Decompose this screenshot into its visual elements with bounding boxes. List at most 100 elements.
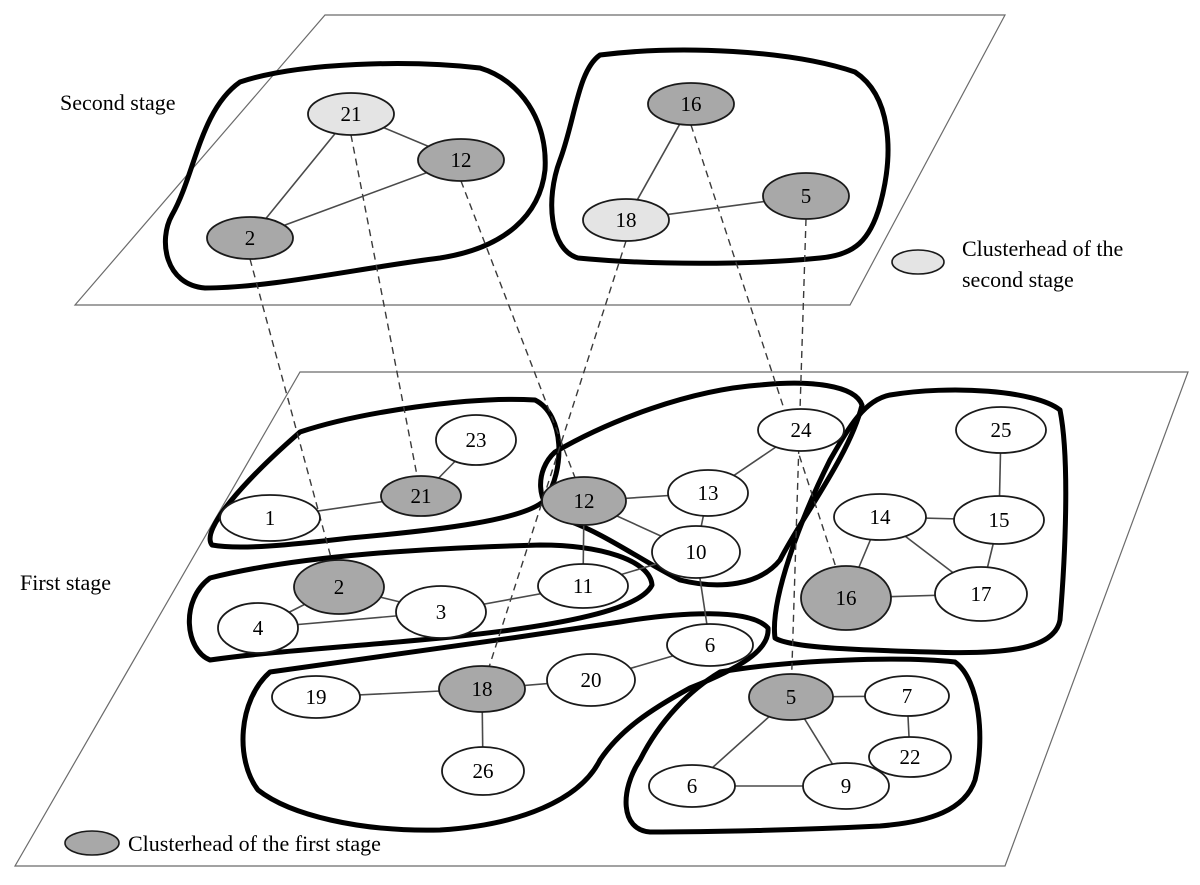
first-stage-node-label: 16 [836,586,857,610]
first-stage-node-22: 22 [868,736,952,778]
second-stage-node-label: 2 [245,226,256,250]
first-stage-node-shape [757,408,845,452]
second-stage-node-12: 12 [417,138,505,182]
second-stage-node-label: 5 [801,184,812,208]
first-stage-node-shape [217,602,299,654]
first-stage-node-label: 14 [870,505,892,529]
inter-stage-link-s18-f18 [481,240,627,690]
second-stage-cluster-right [549,47,891,266]
first-stage-node-shape [666,623,754,667]
first-stage-node-14: 14 [833,493,927,541]
first-stage-node-label: 9 [841,774,852,798]
first-stage-node-label: 12 [574,489,595,513]
second-stage-node-label: 18 [616,208,637,232]
legend-second-stage-swatch [891,249,945,275]
inter-stage-link-s16-f16 [690,124,847,599]
first-stage-node-6: 6 [648,764,736,808]
first-stage-node-shape [271,675,361,719]
first-stage-node-label: 3 [436,600,447,624]
first-stage-cluster-f [623,656,983,835]
first-stage-node-shape [934,566,1028,622]
inter-stage-link-s5-f5 [790,218,807,698]
first-stage-node-shape [833,493,927,541]
first-stage-node-shape [953,495,1045,545]
second-stage-node-2: 2 [206,216,294,260]
first-stage-node-shape [667,469,749,517]
second-stage-cluster-left [162,61,548,291]
first-stage-node-5: 5 [748,673,834,721]
first-stage-node-label: 4 [253,616,264,640]
first-stage-cluster-e [240,611,771,833]
second-stage-node-label: 21 [341,102,362,126]
inter-stage-link-s21-f21 [350,134,422,497]
first-stage-node-label: 5 [786,685,797,709]
first-stage-node-shape [219,494,321,542]
second-stage-plane [73,14,1007,306]
first-stage-node-shape [802,762,890,810]
first-stage-node-label: 23 [466,428,487,452]
legend-first-stage-swatch [64,830,120,856]
first-stage-node-20: 20 [546,653,636,707]
first-stage-label: First stage [20,570,111,595]
first-stage-node-9: 9 [802,762,890,810]
first-stage-node-25: 25 [955,406,1047,454]
second-stage-node-shape [206,216,294,260]
first-stage-node-6: 6 [666,623,754,667]
first-stage-node-label: 21 [411,484,432,508]
first-stage-node-label: 22 [900,745,921,769]
first-stage-node-label: 15 [989,508,1010,532]
legend-second-stage-text-line2: second stage [962,267,1074,292]
first-stage-node-1: 1 [219,494,321,542]
second-stage-node-label: 12 [451,148,472,172]
first-stage-node-label: 24 [791,418,813,442]
first-stage-node-label: 18 [472,677,493,701]
first-stage-node-10: 10 [651,525,741,579]
second-stage-node-shape [582,198,670,242]
first-stage-node-shape [546,653,636,707]
first-stage-node-17: 17 [934,566,1028,622]
first-stage-node-shape [537,563,629,609]
second-stage-node-21: 21 [307,92,395,136]
first-stage-node-11: 11 [537,563,629,609]
first-stage-node-4: 4 [217,602,299,654]
second-stage-node-shape [307,92,395,136]
first-stage-node-shape [648,764,736,808]
first-stage-node-shape [800,565,892,631]
inter-stage-links [249,124,847,698]
second-stage-node-shape [417,138,505,182]
first-stage-node-shape [438,665,526,713]
first-stage-node-label: 6 [687,774,698,798]
first-stage-node-label: 25 [991,418,1012,442]
second-stage-label: Second stage [60,90,175,115]
legend-first-stage-text: Clusterhead of the first stage [128,831,381,856]
second-stage-node-shape [647,82,735,126]
first-stage-node-shape [435,414,517,466]
first-stage-node-16: 16 [800,565,892,631]
first-stage-node-label: 2 [334,575,345,599]
first-stage-node-26: 26 [441,746,525,796]
inter-stage-link-s2-f2 [249,258,340,588]
first-stage-node-label: 13 [698,481,719,505]
first-stage-node-18: 18 [438,665,526,713]
second-stage-node-5: 5 [762,172,850,220]
first-stage-node-shape [651,525,741,579]
first-stage-node-shape [395,585,487,639]
first-stage-node-13: 13 [667,469,749,517]
first-stage-node-shape [748,673,834,721]
second-stage-node-16: 16 [647,82,735,126]
first-stage-node-21: 21 [380,475,462,517]
first-stage-node-12: 12 [541,476,627,526]
first-stage-cluster-a [207,396,562,550]
first-stage-node-7: 7 [864,675,950,717]
first-stage-cluster-c [771,387,1069,656]
first-stage-node-shape [541,476,627,526]
first-stage-node-shape [868,736,952,778]
first-stage-node-label: 1 [265,506,276,530]
first-stage-node-19: 19 [271,675,361,719]
first-stage-node-shape [864,675,950,717]
second-stage-node-label: 16 [681,92,702,116]
first-stage-node-15: 15 [953,495,1045,545]
first-stage-node-label: 7 [902,684,913,708]
